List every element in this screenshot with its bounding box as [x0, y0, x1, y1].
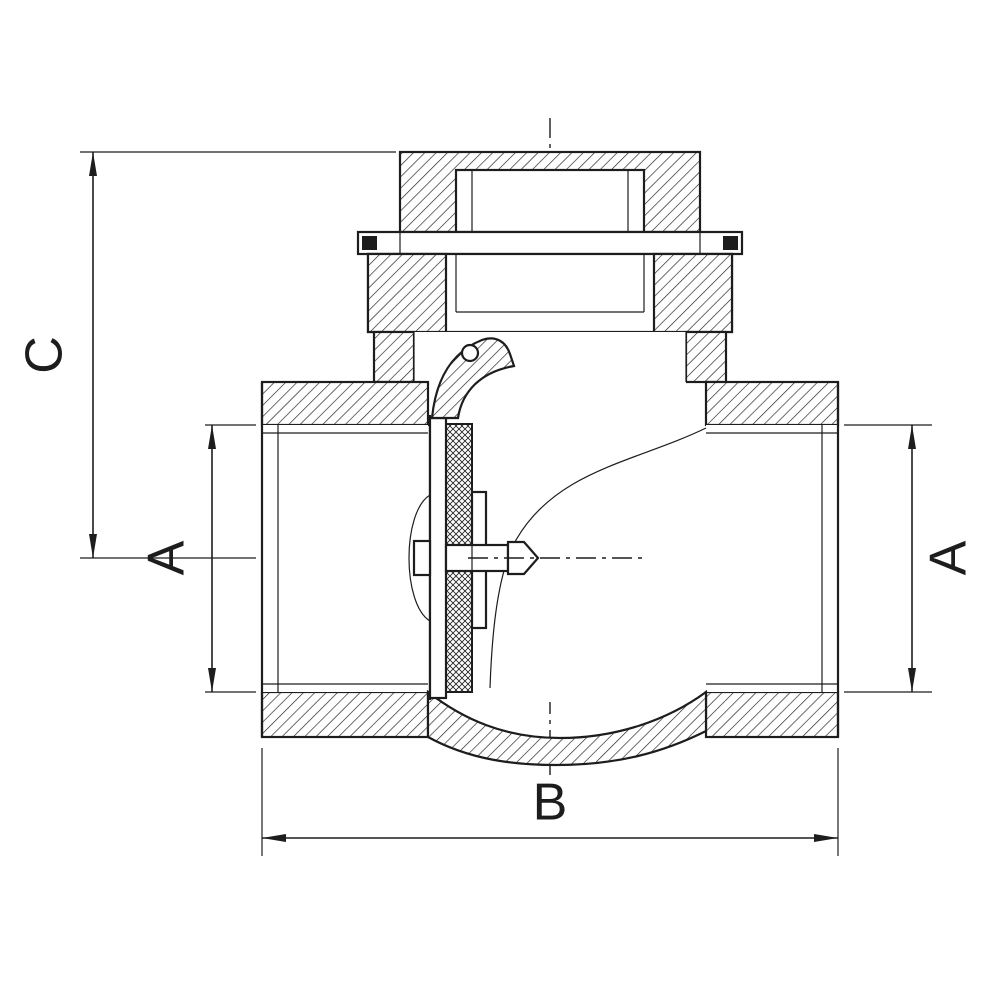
disc-edge-arc — [408, 494, 431, 622]
interior-passage-curve — [489, 427, 707, 689]
body-shoulders — [372, 330, 728, 384]
clapper-assembly — [408, 415, 540, 700]
hinge-arm — [430, 337, 516, 420]
gasket-right — [723, 236, 738, 250]
hinge-pin — [460, 343, 480, 363]
union-nut — [356, 230, 744, 256]
dim-label-a-left: A — [138, 540, 196, 575]
dimension-a-right: A — [844, 424, 978, 693]
disc-plate — [428, 416, 448, 700]
left-port — [260, 380, 430, 739]
dim-label-b: B — [533, 774, 568, 832]
bolt-nut — [412, 539, 432, 577]
gasket-left — [362, 236, 377, 250]
dimension-b: B — [261, 748, 839, 856]
valve-bonnet — [366, 252, 734, 334]
dimension-a-left: A — [138, 424, 256, 693]
valve-cap — [398, 150, 702, 234]
dimension-c: C — [16, 151, 396, 559]
dim-label-c: C — [16, 336, 74, 374]
bottom-shell — [426, 689, 708, 767]
dim-label-a-right: A — [920, 540, 978, 575]
right-port — [704, 380, 840, 739]
